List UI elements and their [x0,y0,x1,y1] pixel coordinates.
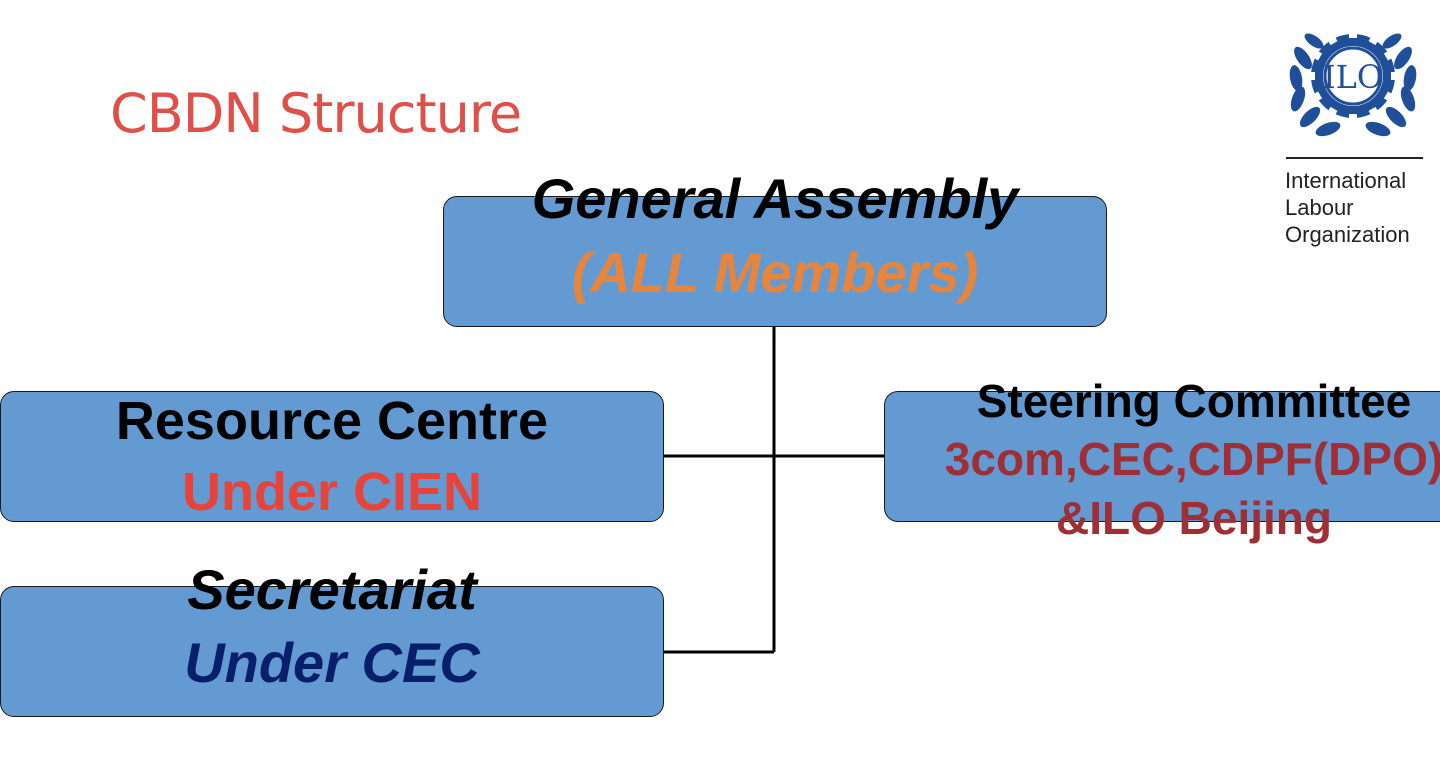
resource-centre-title: Resource Centre [115,391,549,451]
slide-title: CBDN Structure [110,82,522,145]
resource-centre-box [0,391,664,522]
general-assembly-box [443,196,1107,327]
secretariat-title: Secretariat [187,558,477,621]
steering-committee-members: 3com,CEC,CDPF(DPO) [944,433,1440,485]
logo-line-organization: Organization [1285,222,1410,247]
steering-committee-box [884,391,1440,522]
svg-text:ILO: ILO [1323,58,1383,96]
logo-divider [1286,157,1423,159]
secretariat-subtitle: Under CEC [184,631,480,694]
general-assembly-title: General Assembly [531,167,1019,230]
secretariat-box [0,586,664,717]
ilo-emblem-icon: ILO [1289,28,1417,137]
logo-line-international: International [1285,168,1407,193]
resource-centre-subtitle: Under CIEN [181,462,483,522]
steering-committee-title: Steering Committee [976,375,1412,427]
logo-line-labour: Labour [1285,195,1354,220]
steering-committee-ilo-beijing: &ILO Beijing [1056,492,1332,544]
general-assembly-subtitle: (ALL Members) [571,241,979,304]
